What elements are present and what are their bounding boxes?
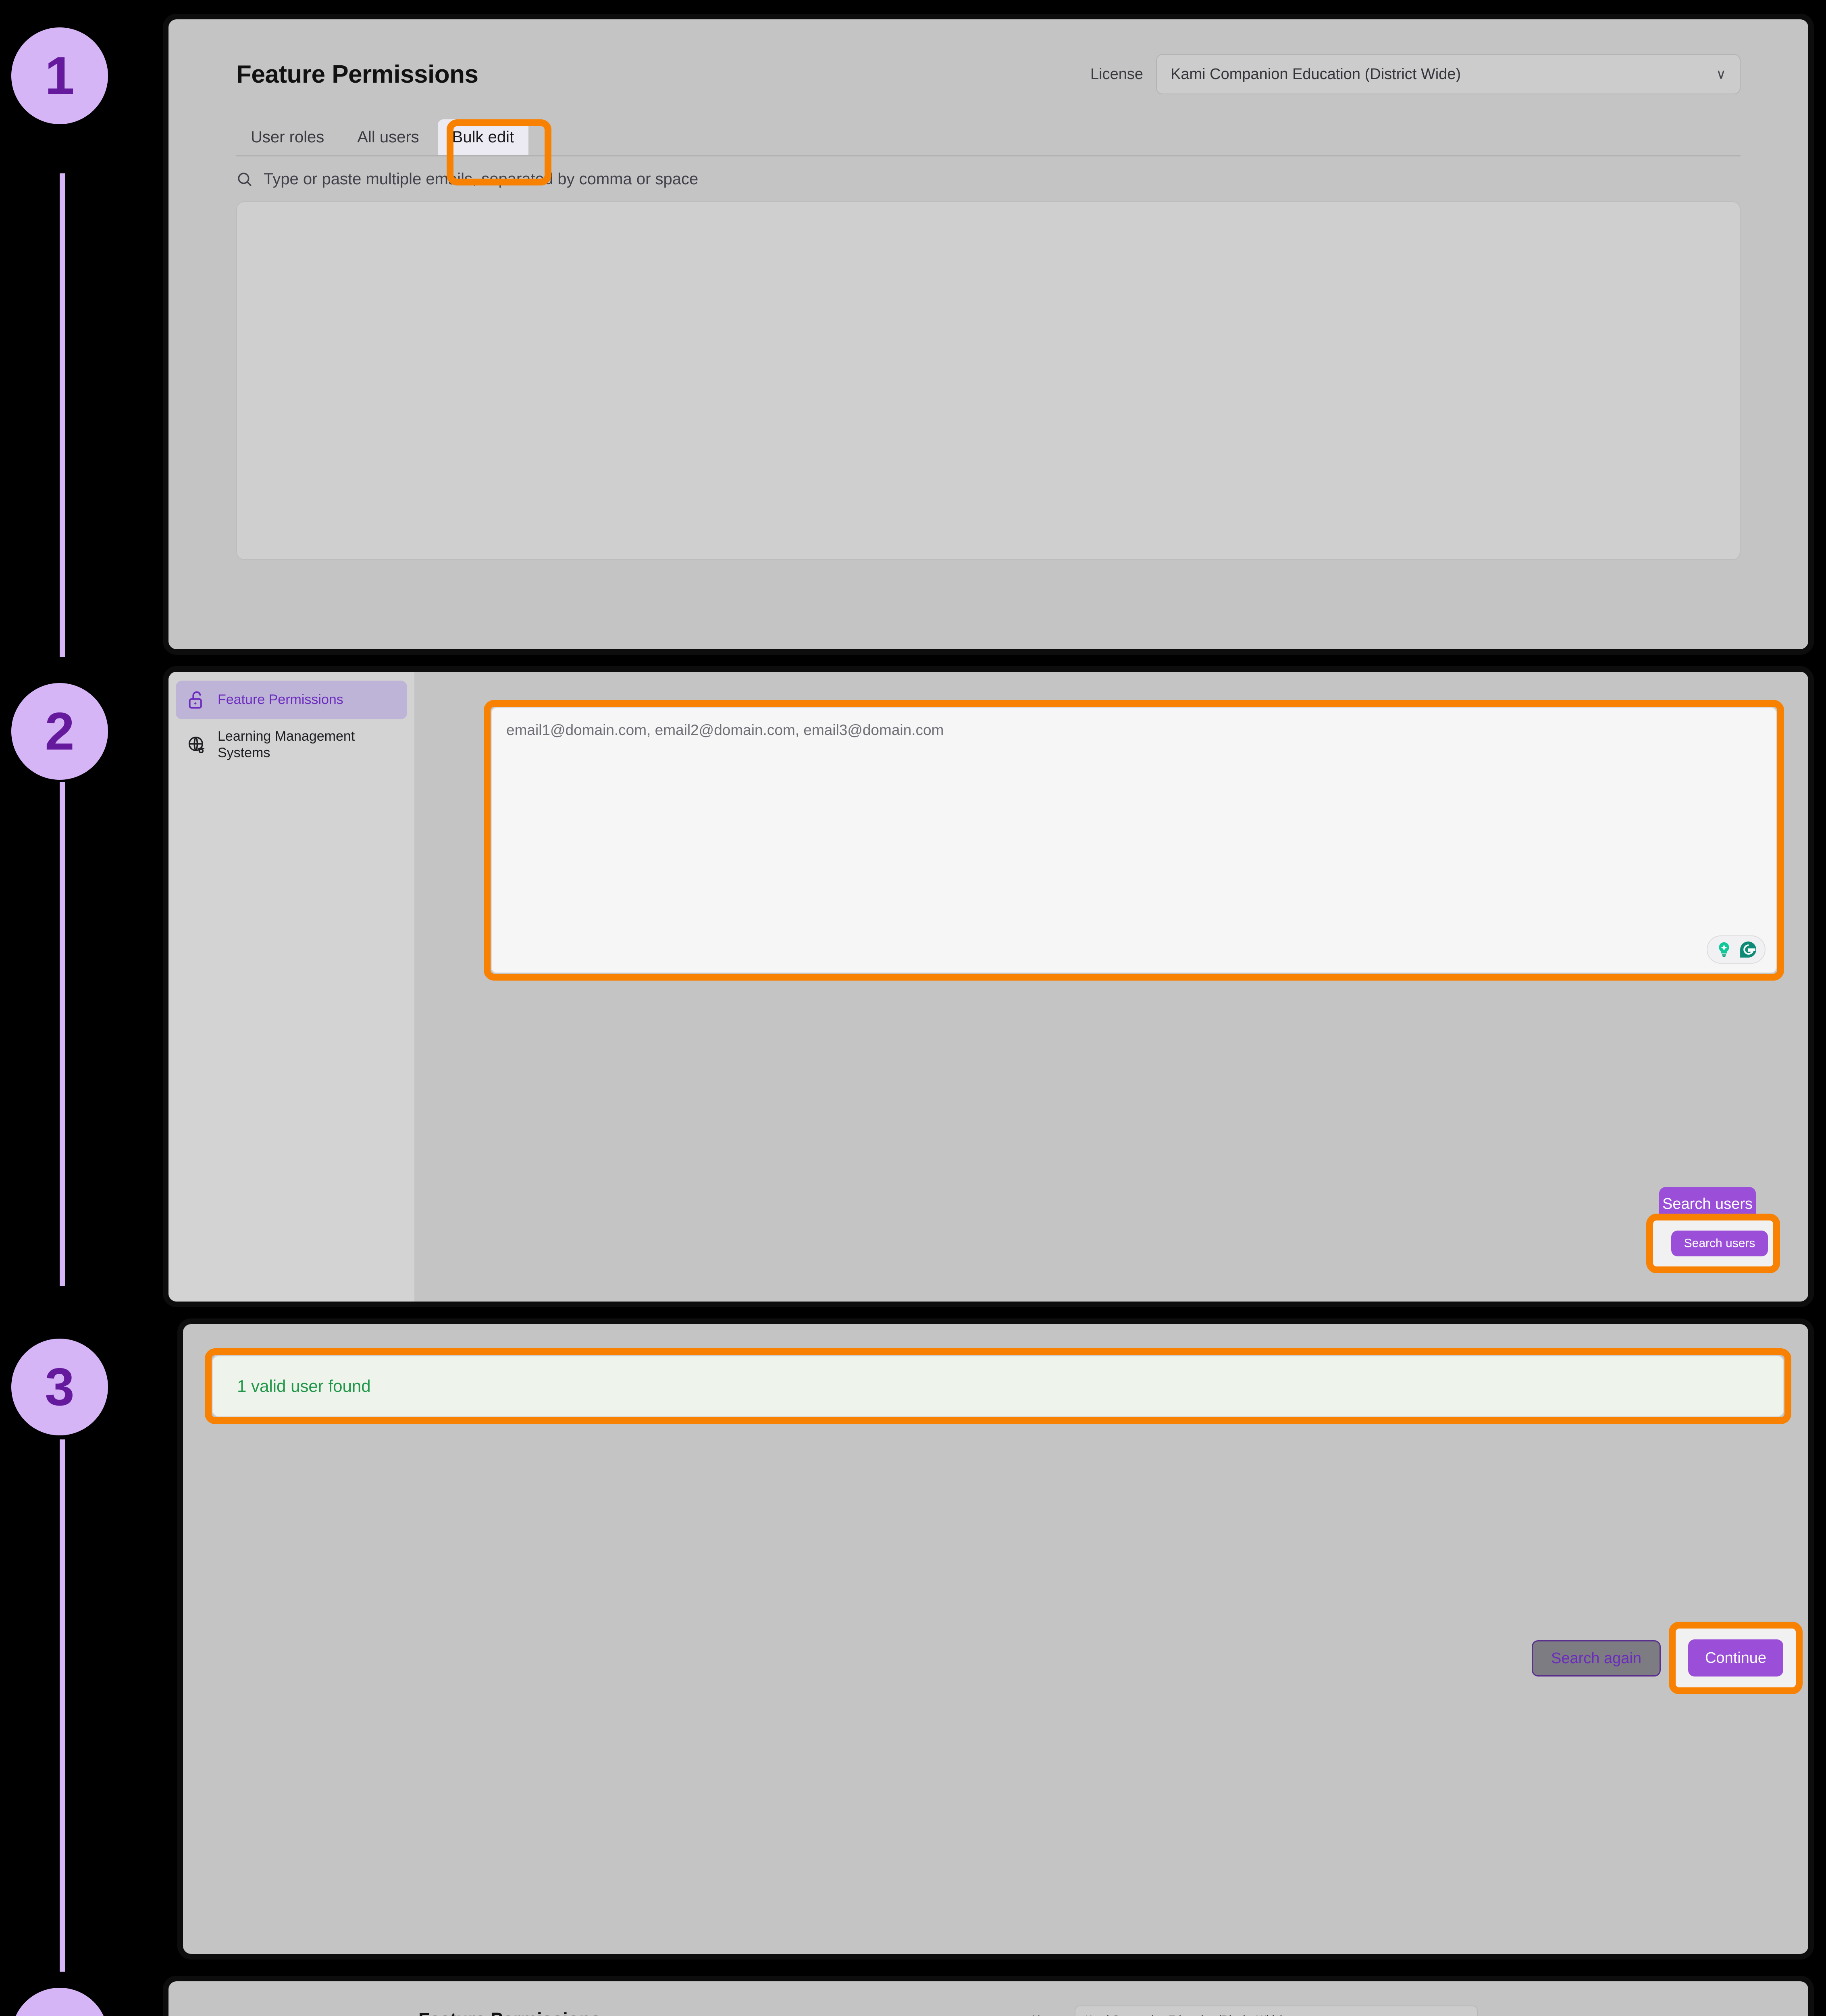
bulk-email-textarea[interactable]: email1@domain.com, email2@domain.com, em… [491, 707, 1777, 973]
search-again-button[interactable]: Search again [1532, 1640, 1661, 1677]
highlight-status-banner [205, 1348, 1791, 1424]
step-badge-3: 3 [11, 1339, 108, 1435]
status-message: 1 valid user found [237, 1377, 371, 1395]
chevron-down-icon: ∨ [1460, 2014, 1467, 2016]
step-badge-2: 2 [11, 683, 108, 780]
lightbulb-sparkle-icon [1719, 942, 1729, 957]
email-placeholder: email1@domain.com, email2@domain.com, em… [506, 722, 944, 738]
tab-user-roles[interactable]: User roles [251, 128, 324, 146]
highlight-email-textarea [484, 700, 1784, 981]
continue-label: Continue [1705, 1649, 1767, 1666]
globe-graduation-icon [188, 737, 205, 754]
search-again-label: Search again [1551, 1649, 1641, 1667]
license-select[interactable]: Kami Companion Education (District Wide)… [1075, 2006, 1478, 2016]
validation-status-banner: 1 valid user found [212, 1356, 1784, 1417]
chevron-down-icon: ∨ [1716, 67, 1726, 82]
sidebar-item-label: Feature Permissions [218, 692, 343, 708]
step-connector-2 [60, 782, 65, 1286]
step-number: 3 [45, 1357, 75, 1416]
settings-sidebar: Feature Permissions Learning Management … [168, 672, 414, 1302]
highlight-bulk-edit-tab [447, 119, 551, 185]
grammarly-widget[interactable] [1707, 935, 1766, 964]
step-connector-1 [60, 173, 65, 657]
step-number: 4 [45, 2010, 74, 2016]
license-value: Kami Companion Education (District Wide) [1171, 65, 1461, 83]
search-users-button-highlighted[interactable]: Search users [1671, 1231, 1768, 1256]
step-connector-3 [60, 1439, 65, 1972]
license-label: License [1090, 65, 1143, 83]
tab-all-users[interactable]: All users [357, 128, 419, 146]
license-control: License Kami Companion Education (Distri… [1090, 54, 1741, 94]
grammarly-g-icon [1740, 941, 1756, 958]
page-title: Feature Permissions [418, 2008, 601, 2016]
step-2-panel: Feature Permissions Learning Management … [163, 666, 1814, 1307]
step-1-panel: Feature Permissions License Kami Compani… [163, 14, 1814, 655]
license-value: Kami Companion Education (District Wide) [1085, 2013, 1284, 2016]
step-badge-1: 1 [11, 27, 108, 124]
license-select[interactable]: Kami Companion Education (District Wide)… [1156, 54, 1741, 94]
search-icon [238, 172, 252, 186]
sidebar-item-label: Learning Management Systems [218, 729, 355, 761]
step-4-panel: Feature Permissions License Kami Compani… [163, 1976, 1814, 2016]
license-label: License [1032, 2014, 1066, 2016]
page-title: Feature Permissions [236, 60, 478, 88]
step-number: 1 [45, 46, 75, 105]
bulk-email-textarea[interactable] [236, 201, 1741, 560]
step-number: 2 [45, 702, 75, 761]
unlock-icon [189, 691, 202, 709]
sidebar-item-feature-permissions[interactable]: Feature Permissions [176, 681, 407, 719]
step-badge-4: 4 [11, 1988, 108, 2016]
continue-button[interactable]: Continue [1688, 1639, 1783, 1677]
step-3-panel: 1 valid user found Search again [177, 1318, 1814, 1960]
search-users-label: Search users [1662, 1195, 1753, 1212]
tab-divider [236, 155, 1741, 156]
search-users-label: Search users [1684, 1237, 1755, 1250]
sidebar-item-lms[interactable]: Learning Management Systems [176, 719, 407, 771]
